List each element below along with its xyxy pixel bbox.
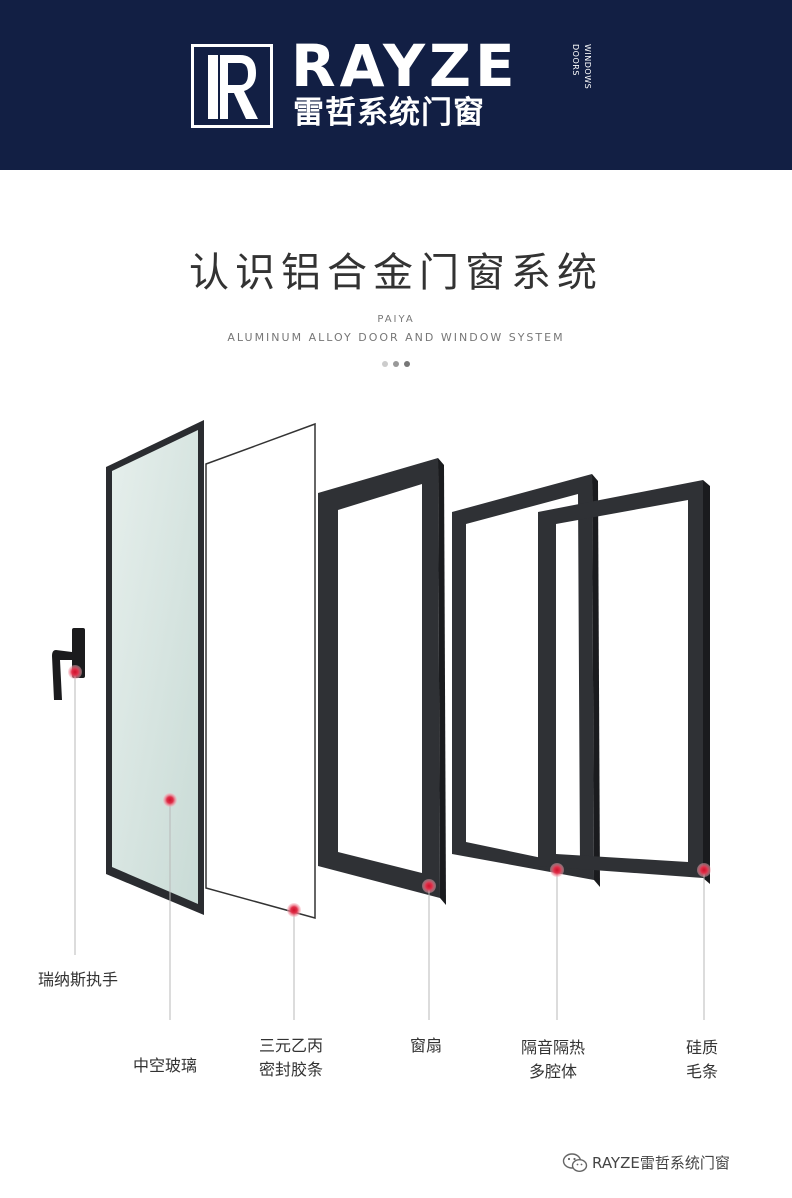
multi-cavity-frame <box>452 474 600 887</box>
sash-frame <box>318 458 446 905</box>
label-epdm-seal: 三元乙丙 密封胶条 <box>259 1036 324 1079</box>
label-silicone-strip: 硅质 毛条 <box>686 1038 719 1081</box>
label-multi-cavity: 隔音隔热 多腔体 <box>521 1038 586 1081</box>
hotspot-glass[interactable] <box>163 793 177 807</box>
page-subtitle-brand: PAIYA <box>377 314 415 325</box>
logo-r-icon <box>208 55 258 119</box>
window-handle <box>52 628 85 700</box>
hotspot-sash[interactable] <box>422 879 436 893</box>
label-handle: 瑞纳斯执手 <box>38 970 119 989</box>
footer-watermark: RAYZE雷哲系统门窗 <box>562 1152 730 1173</box>
logo-mark <box>191 44 273 128</box>
leader-lines <box>74 675 705 1020</box>
insulated-glass-panel <box>106 420 204 915</box>
wechat-icon <box>562 1152 588 1172</box>
pager-dot-active <box>404 361 410 367</box>
hotspot-seal[interactable] <box>287 903 301 917</box>
pager-dot <box>393 361 399 367</box>
page-title: 认识铝合金门窗系统 <box>189 250 603 296</box>
brand-name: RAYZE <box>291 32 519 100</box>
pager-dot <box>382 361 388 367</box>
footer-account-name: RAYZE雷哲系统门窗 <box>592 1154 730 1172</box>
hotspot-silicone-strip[interactable] <box>697 863 711 877</box>
silicone-strip-frame <box>538 480 710 884</box>
label-sash: 窗扇 <box>410 1036 443 1055</box>
hotspot-multi-cavity[interactable] <box>550 863 564 877</box>
page-subtitle: ALUMINUM ALLOY DOOR AND WINDOW SYSTEM <box>227 331 565 344</box>
epdm-seal-sheet <box>205 422 316 919</box>
brand-header: RAYZE 雷哲系统门窗 WINDOWS DOORS <box>0 0 792 170</box>
brand-name-cn: 雷哲系统门窗 <box>293 95 485 131</box>
label-insulated-glass: 中空玻璃 <box>133 1056 198 1075</box>
hotspot-handle[interactable] <box>68 665 82 679</box>
